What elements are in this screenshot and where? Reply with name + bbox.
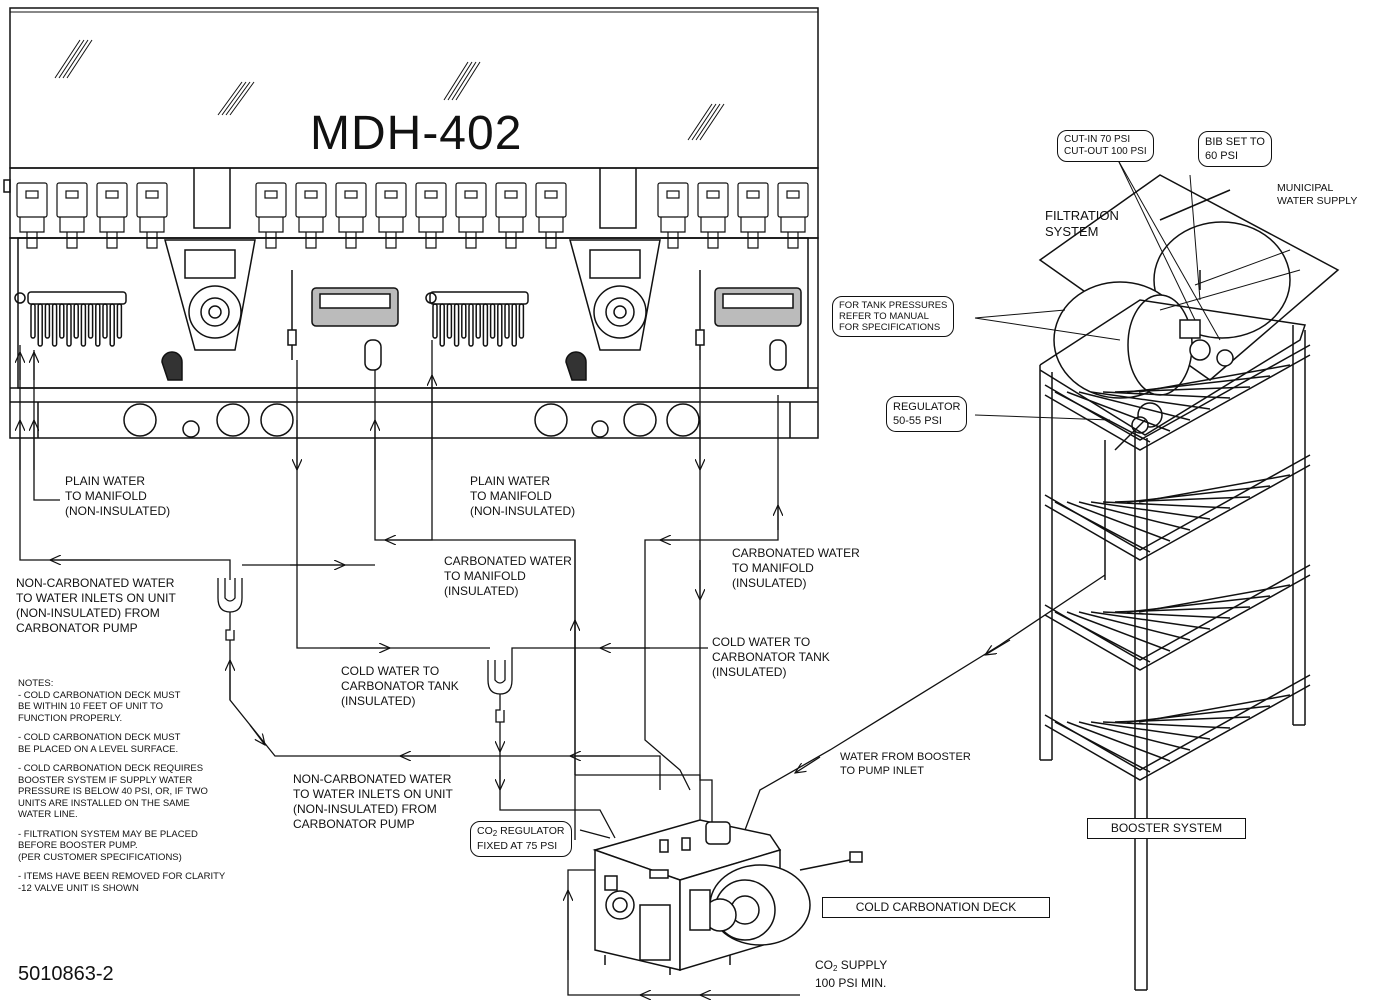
drawing-number: 5010863-2 xyxy=(18,963,114,985)
note-item: - ITEMS HAVE BEEN REMOVED FOR CLARITY -1… xyxy=(18,871,226,894)
bib-callout: BIB SET TO 60 PSI xyxy=(1198,131,1272,167)
noncarbonated-bottom-label: NON-CARBONATED WATER TO WATER INLETS ON … xyxy=(293,772,453,831)
carbonated-water-mid-label: CARBONATED WATER TO MANIFOLD (INSULATED) xyxy=(444,554,572,598)
cold-carbonation-deck-box: COLD CARBONATION DECK xyxy=(822,897,1050,918)
note-item: - COLD CARBONATION DECK MUST BE PLACED O… xyxy=(18,732,181,755)
carbonation-deck-illustration xyxy=(592,819,863,975)
cut-in-callout: CUT-IN 70 PSI CUT-OUT 100 PSI xyxy=(1057,130,1154,162)
tank-pressures-callout: FOR TANK PRESSURES REFER TO MANUAL FOR S… xyxy=(832,296,955,337)
note-item: - COLD CARBONATION DECK MUST BE WITHIN 1… xyxy=(18,689,181,724)
booster-system-box: BOOSTER SYSTEM xyxy=(1087,818,1246,839)
co2-regulator-callout: CO2 REGULATOR FIXED AT 75 PSI xyxy=(470,821,572,857)
cold-water-right-label: COLD WATER TO CARBONATOR TANK (INSULATED… xyxy=(712,635,830,679)
plain-water-left-label: PLAIN WATER TO MANIFOLD (NON-INSULATED) xyxy=(65,474,171,518)
booster-rack-illustration xyxy=(1038,174,1340,991)
callout-leaders xyxy=(974,159,1301,421)
cold-water-left-label: COLD WATER TO CARBONATOR TANK (INSULATED… xyxy=(341,664,459,708)
carbonated-water-right-label: CARBONATED WATER TO MANIFOLD (INSULATED) xyxy=(732,546,860,590)
note-item: - COLD CARBONATION DECK REQUIRES BOOSTER… xyxy=(18,763,208,820)
plain-water-mid-label: PLAIN WATER TO MANIFOLD (NON-INSULATED) xyxy=(470,474,576,518)
model-title: MDH-402 xyxy=(310,107,523,160)
notes-block: NOTES: - COLD CARBONATION DECK MUST BE W… xyxy=(18,678,288,902)
note-item: - FILTRATION SYSTEM MAY BE PLACED BEFORE… xyxy=(18,828,198,863)
water-from-booster-label: WATER FROM BOOSTER TO PUMP INLET xyxy=(840,751,971,777)
flow-lines xyxy=(20,340,1106,995)
municipal-water-label: MUNICIPAL WATER SUPPLY xyxy=(1277,182,1358,207)
filtration-system-label: FILTRATION SYSTEM xyxy=(1045,208,1119,239)
dispenser-unit xyxy=(3,7,819,439)
co2-supply-label: CO2 SUPPLY 100 PSI MIN. xyxy=(815,958,888,990)
noncarbonated-top-label: NON-CARBONATED WATER TO WATER INLETS ON … xyxy=(16,576,176,635)
regulator-callout: REGULATOR 50-55 PSI xyxy=(886,396,968,432)
notes-heading: NOTES: xyxy=(18,678,54,689)
